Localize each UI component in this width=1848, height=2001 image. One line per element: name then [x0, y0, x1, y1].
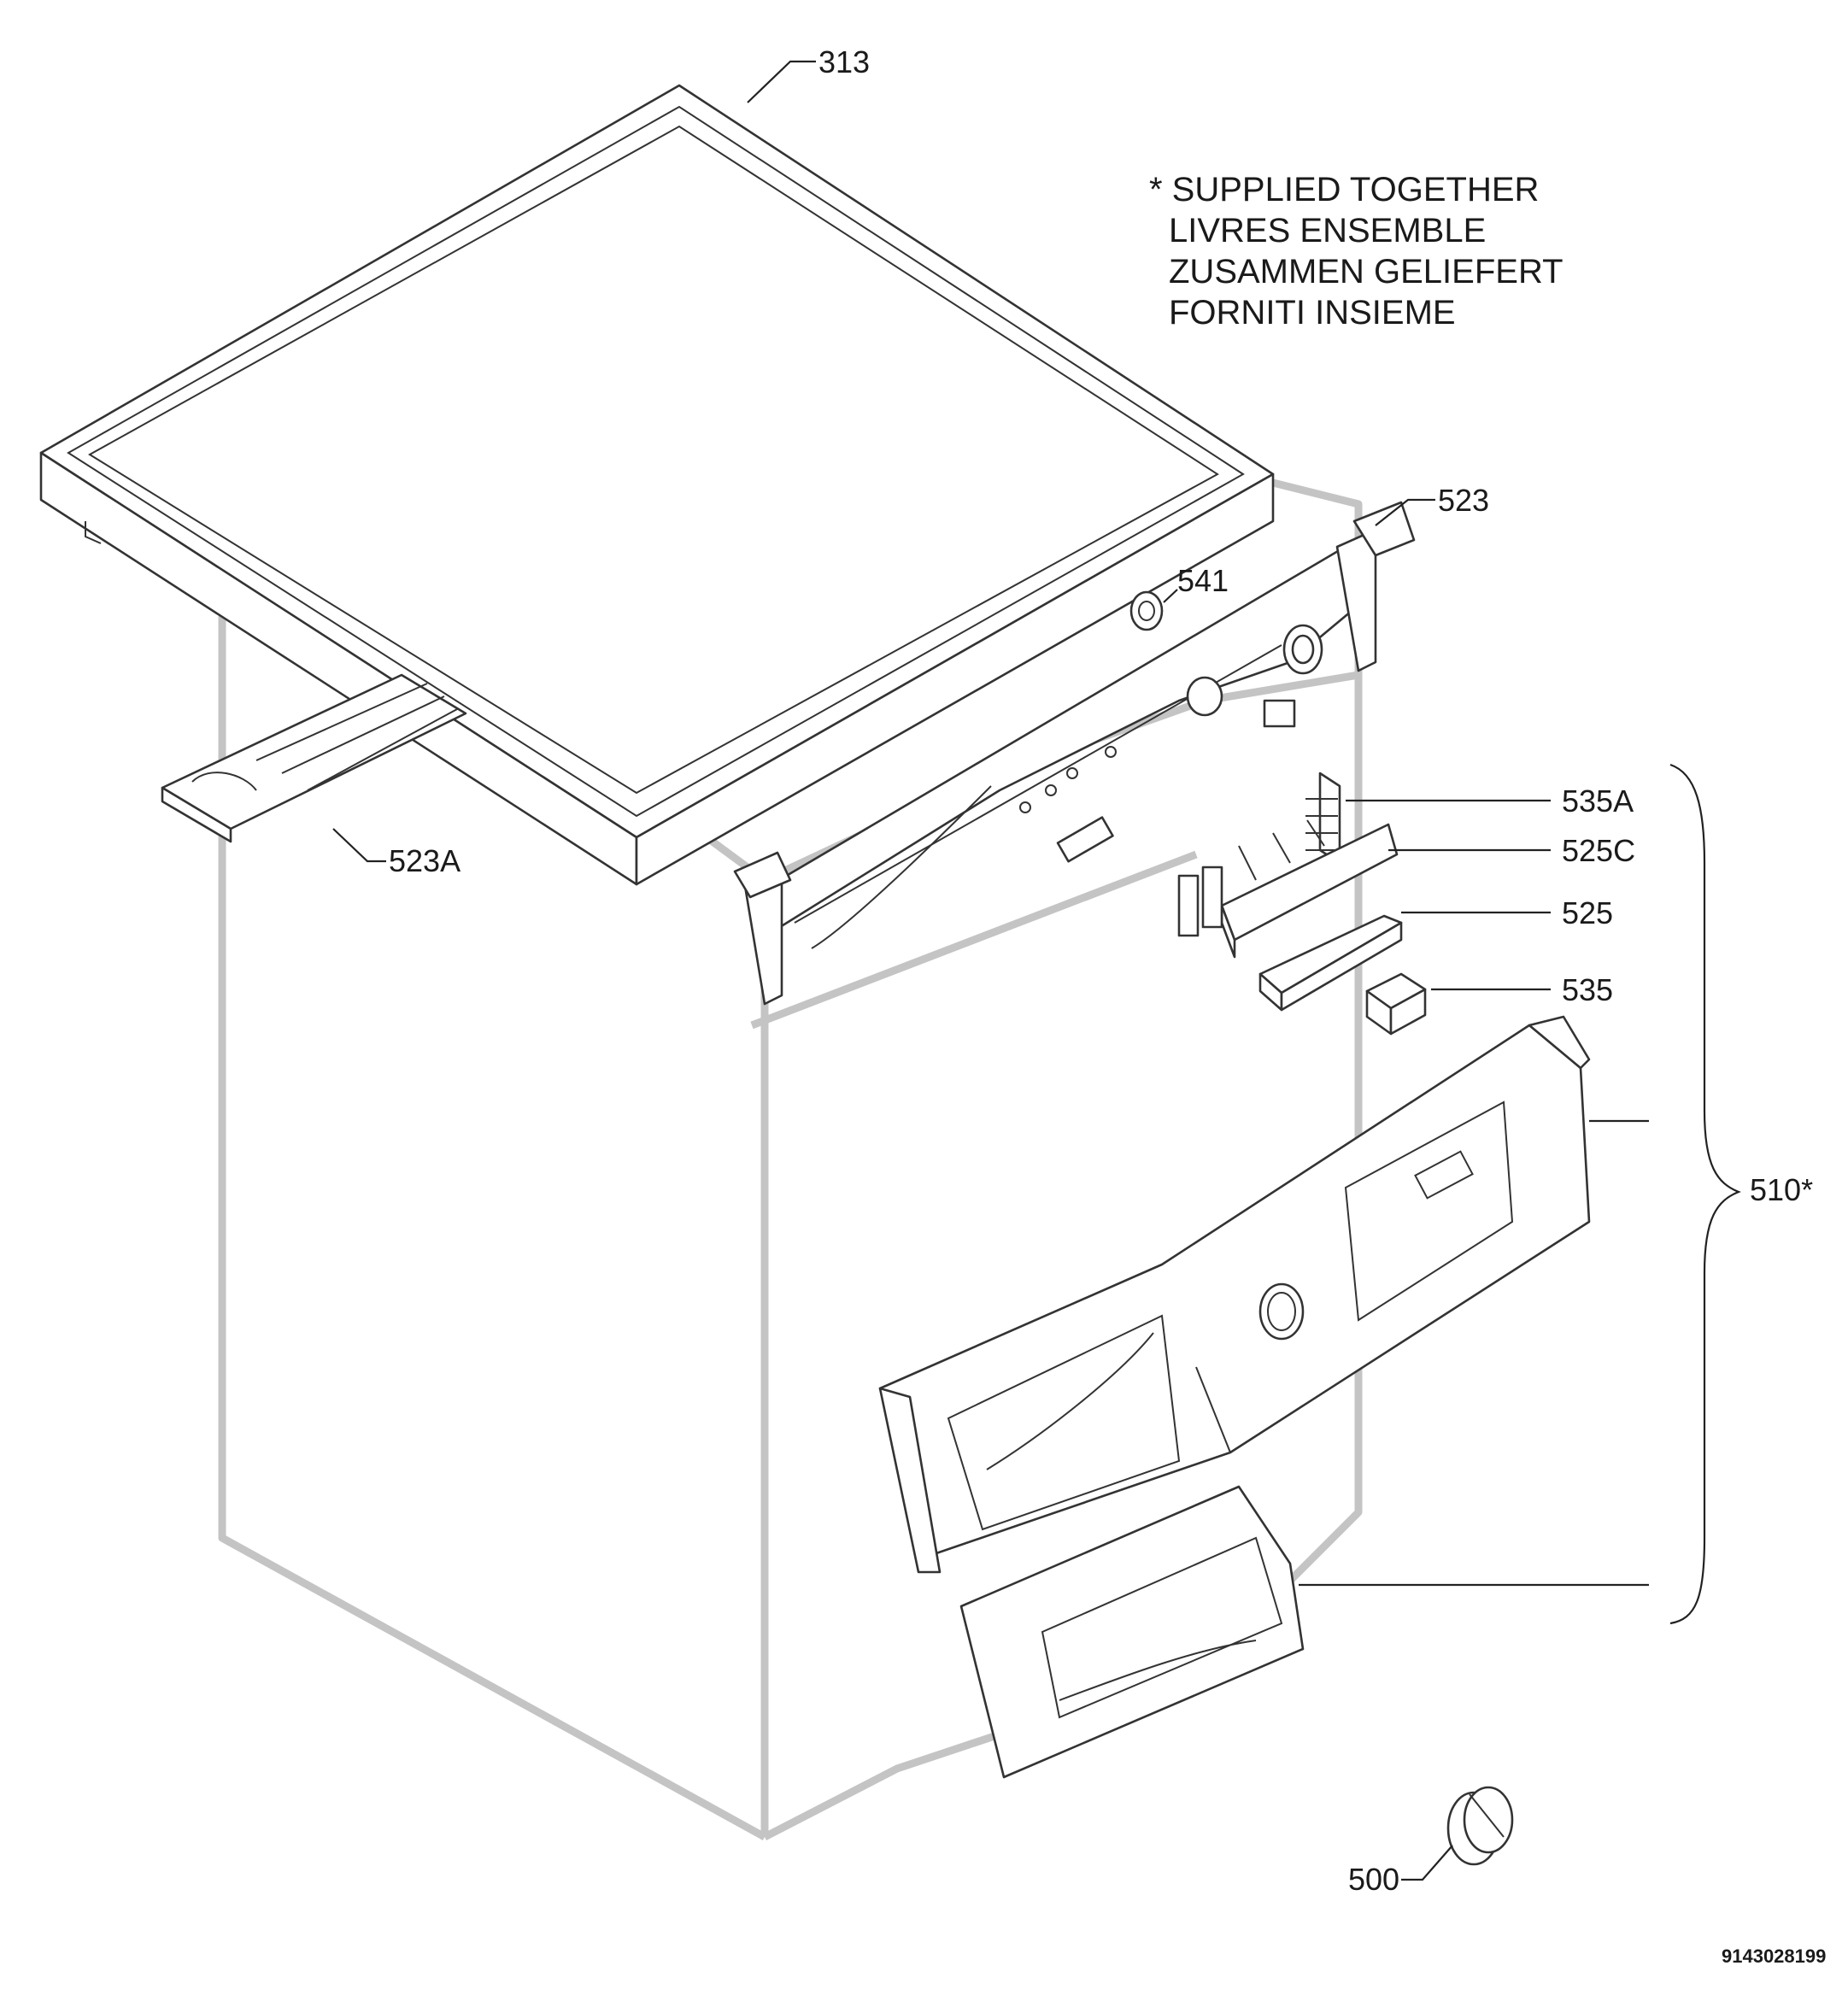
note-line-4: FORNITI INSIEME: [1169, 294, 1456, 332]
note-line-2: LIVRES ENSEMBLE: [1169, 212, 1486, 249]
callout-313: 313: [818, 44, 870, 79]
callout-525: 525: [1562, 895, 1613, 930]
group-bracket: [1669, 763, 1741, 1625]
supplied-together-note: * SUPPLIED TOGETHER LIVRES ENSEMBLE ZUSA…: [1149, 171, 1563, 332]
control-bracket: [733, 501, 1416, 1006]
leader-lines: [332, 60, 1649, 1881]
worktop-lid: [39, 84, 1275, 886]
detergent-drawer: [959, 1485, 1305, 1779]
button-strip: [1258, 914, 1403, 1012]
drawing-code: 9143028199: [1722, 1945, 1826, 1967]
callout-523a: 523A: [389, 843, 461, 878]
button-assembly: [1177, 819, 1399, 959]
callout-500: 500: [1348, 1862, 1399, 1897]
callout-525c: 525C: [1562, 833, 1635, 868]
callout-510: 510*: [1750, 1172, 1813, 1207]
note-line-3: ZUSAMMEN GELIEFERT: [1169, 253, 1563, 290]
callout-535: 535: [1562, 972, 1613, 1007]
callout-535a: 535A: [1562, 783, 1634, 819]
support-rail: [161, 673, 467, 843]
callout-541: 541: [1177, 563, 1229, 598]
note-line-1: * SUPPLIED TOGETHER: [1149, 171, 1539, 208]
control-panel-fascia: [878, 1015, 1591, 1574]
grommet: [1129, 590, 1164, 631]
display-module: [1365, 972, 1427, 1036]
control-knob: [1446, 1786, 1514, 1866]
callout-523: 523: [1438, 483, 1489, 518]
